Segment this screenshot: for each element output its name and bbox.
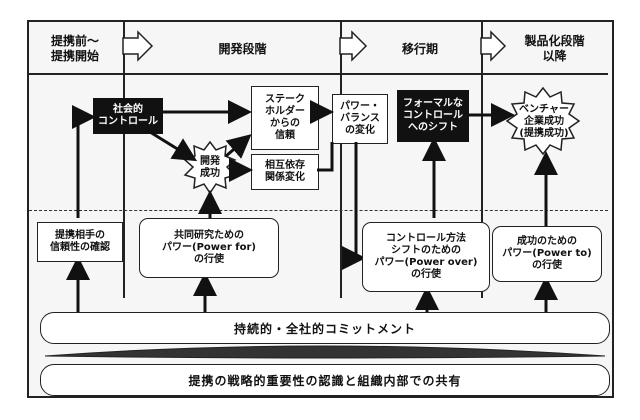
social-control-node: 社会的 コントロール — [93, 98, 163, 134]
phase-product: 製品化段階 以降 — [524, 34, 585, 63]
phase-dev: 開発段階 — [218, 41, 267, 56]
dev-success-label: 開発 成功 — [200, 156, 220, 179]
commitment-bar: 持続的・全社的コミットメント — [40, 312, 610, 344]
mutual-dependency-node: 相互依存 関係変化 — [251, 154, 319, 190]
dashed-separator — [29, 210, 608, 211]
column-divider-3 — [481, 22, 483, 298]
power-over-node: コントロール方法 シフトのための パワー(Power over) の行使 — [362, 222, 490, 292]
column-divider-1 — [123, 22, 125, 298]
phase-pre: 提携前～ 提携開始 — [50, 34, 99, 63]
recognition-bar: 提携の戦略的重要性の認識と組織内部での共有 — [40, 364, 610, 396]
formal-control-node: フォーマルな コントロール へのシフト — [397, 90, 469, 142]
column-divider-2 — [340, 22, 342, 298]
partner-trust-node: 提携相手の 信頼性の確認 — [37, 222, 123, 262]
header-divider — [29, 73, 608, 75]
power-for-node: 共同研究ための パワー(Power for) の行使 — [139, 218, 279, 278]
power-balance-node: パワー・ バランス の変化 — [332, 94, 388, 144]
stakeholder-trust-node: ステーク ホルダー からの 信頼 — [251, 86, 319, 150]
venture-success-label: ベンチャー 企業成功 (提携成功) — [519, 104, 569, 139]
phase-transition: 移行期 — [401, 41, 438, 56]
power-to-node: 成功のための パワー(Power to) の行使 — [492, 226, 602, 282]
